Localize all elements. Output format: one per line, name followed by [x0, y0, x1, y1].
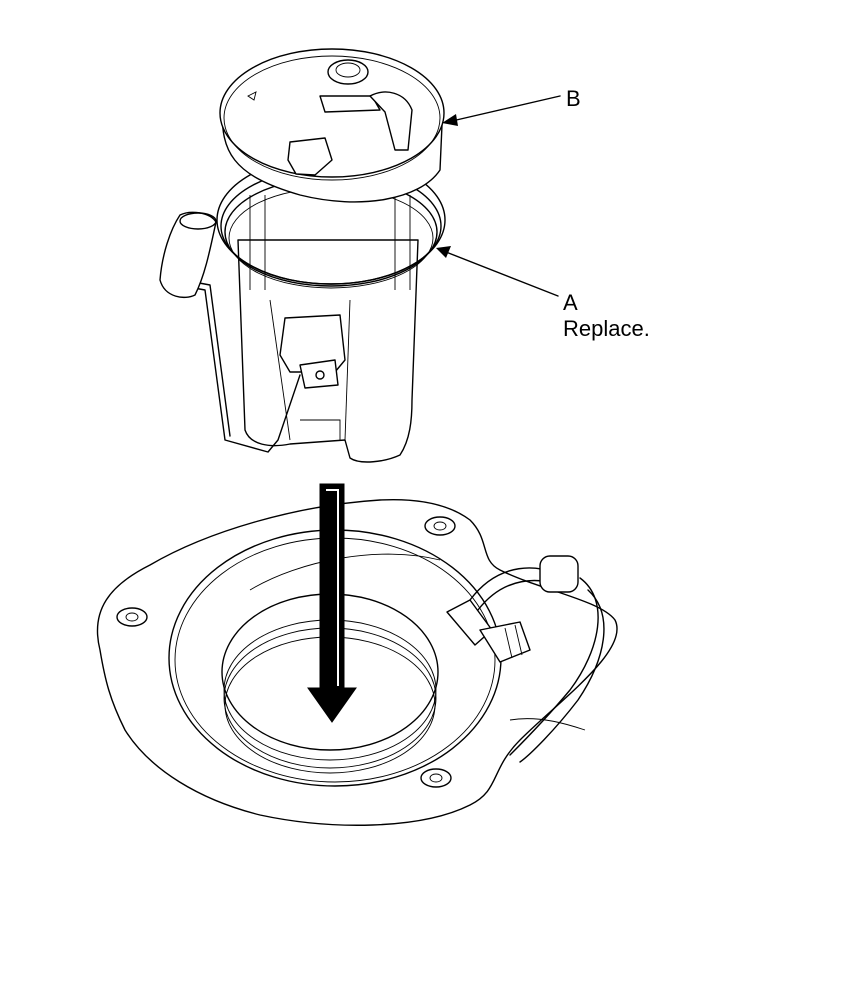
bolt-boss-left	[116, 607, 148, 627]
tank-mounting-flange	[96, 498, 618, 826]
fuel-hose	[446, 555, 605, 763]
bolt-boss-top	[424, 516, 456, 536]
float-arm	[159, 211, 301, 453]
callout-a-label: A	[563, 290, 578, 315]
pump-cover-b	[219, 48, 445, 203]
leader-lines	[436, 95, 561, 297]
bolt-boss-bottom	[420, 768, 452, 788]
callout-a-note: Replace.	[563, 316, 650, 341]
callout-b-label: B	[566, 86, 581, 111]
fuel-pump-assembly	[159, 48, 446, 463]
insertion-direction-arrow	[307, 483, 357, 723]
fuel-level-sensor	[279, 314, 346, 389]
